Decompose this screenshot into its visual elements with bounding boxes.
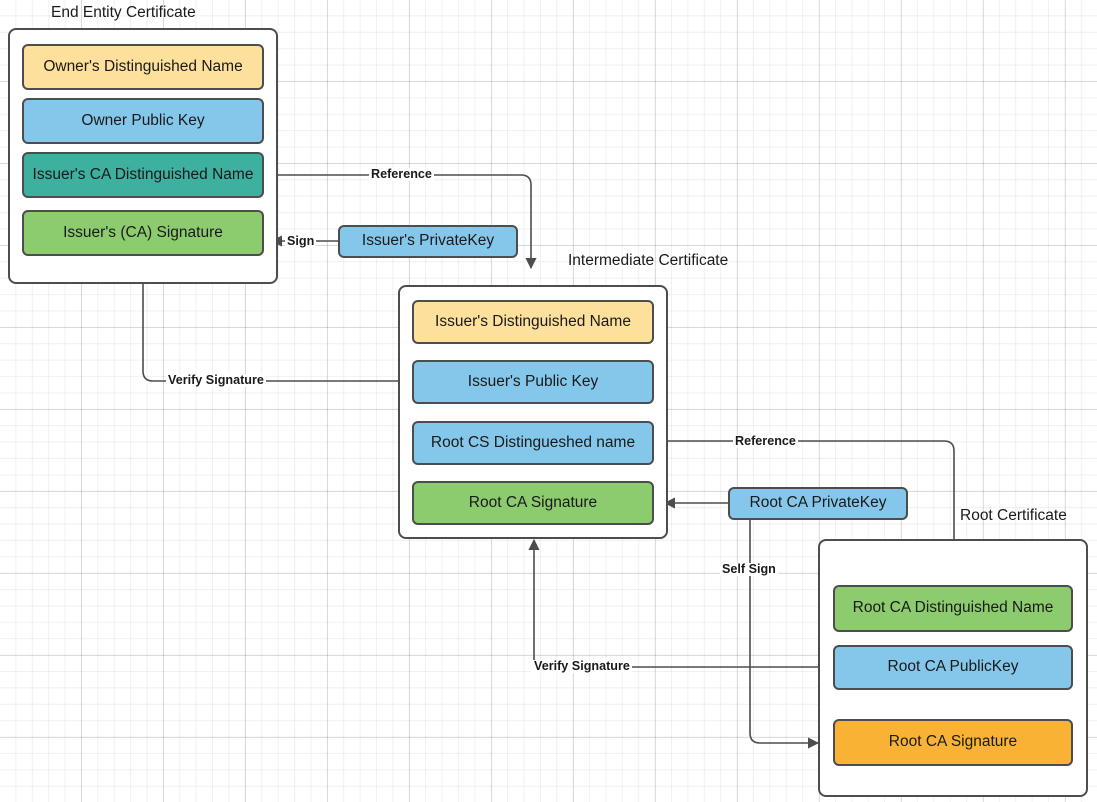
node-root-ca-distinguished-name[interactable]: Root CA Distinguished Name (833, 585, 1073, 632)
node-issuer-public-key[interactable]: Issuer's Public Key (412, 360, 654, 404)
node-root-ca-signature[interactable]: Root CA Signature (833, 719, 1073, 766)
group-title-end-entity: End Entity Certificate (51, 4, 196, 21)
node-root-ca-publickey[interactable]: Root CA PublicKey (833, 645, 1073, 690)
edge-verify-signature-intermediate (528, 538, 833, 668)
node-issuer-distinguished-name[interactable]: Issuer's Distinguished Name (412, 300, 654, 344)
node-issuer-ca-signature[interactable]: Issuer's (CA) Signature (22, 210, 264, 256)
edge-label-self-sign: Self Sign (720, 562, 778, 576)
edge-label-reference-intermediate-to-root: Reference (733, 434, 798, 448)
edge-label-sign: Sign (285, 234, 317, 248)
node-root-ca-privatekey[interactable]: Root CA PrivateKey (728, 487, 908, 520)
node-issuer-privatekey[interactable]: Issuer's PrivateKey (338, 225, 518, 258)
node-owner-distinguished-name[interactable]: Owner's Distinguished Name (22, 44, 264, 90)
node-owner-public-key[interactable]: Owner Public Key (22, 98, 264, 144)
node-root-cs-distingueshed-name[interactable]: Root CS Distingueshed name (412, 421, 654, 465)
edge-label-verify-signature-end-entity: Verify Signature (166, 373, 266, 387)
node-intermediate-root-ca-signature[interactable]: Root CA Signature (412, 481, 654, 525)
node-issuer-ca-distinguished-name[interactable]: Issuer's CA Distinguished Name (22, 152, 264, 198)
group-title-root: Root Certificate (960, 507, 1067, 524)
edge-self-sign (749, 520, 820, 749)
edge-label-verify-signature-intermediate: Verify Signature (532, 659, 632, 673)
edge-verify-signature-end-entity (137, 266, 412, 382)
group-title-intermediate: Intermediate Certificate (568, 252, 729, 269)
edge-label-reference-end-to-intermediate: Reference (369, 167, 434, 181)
